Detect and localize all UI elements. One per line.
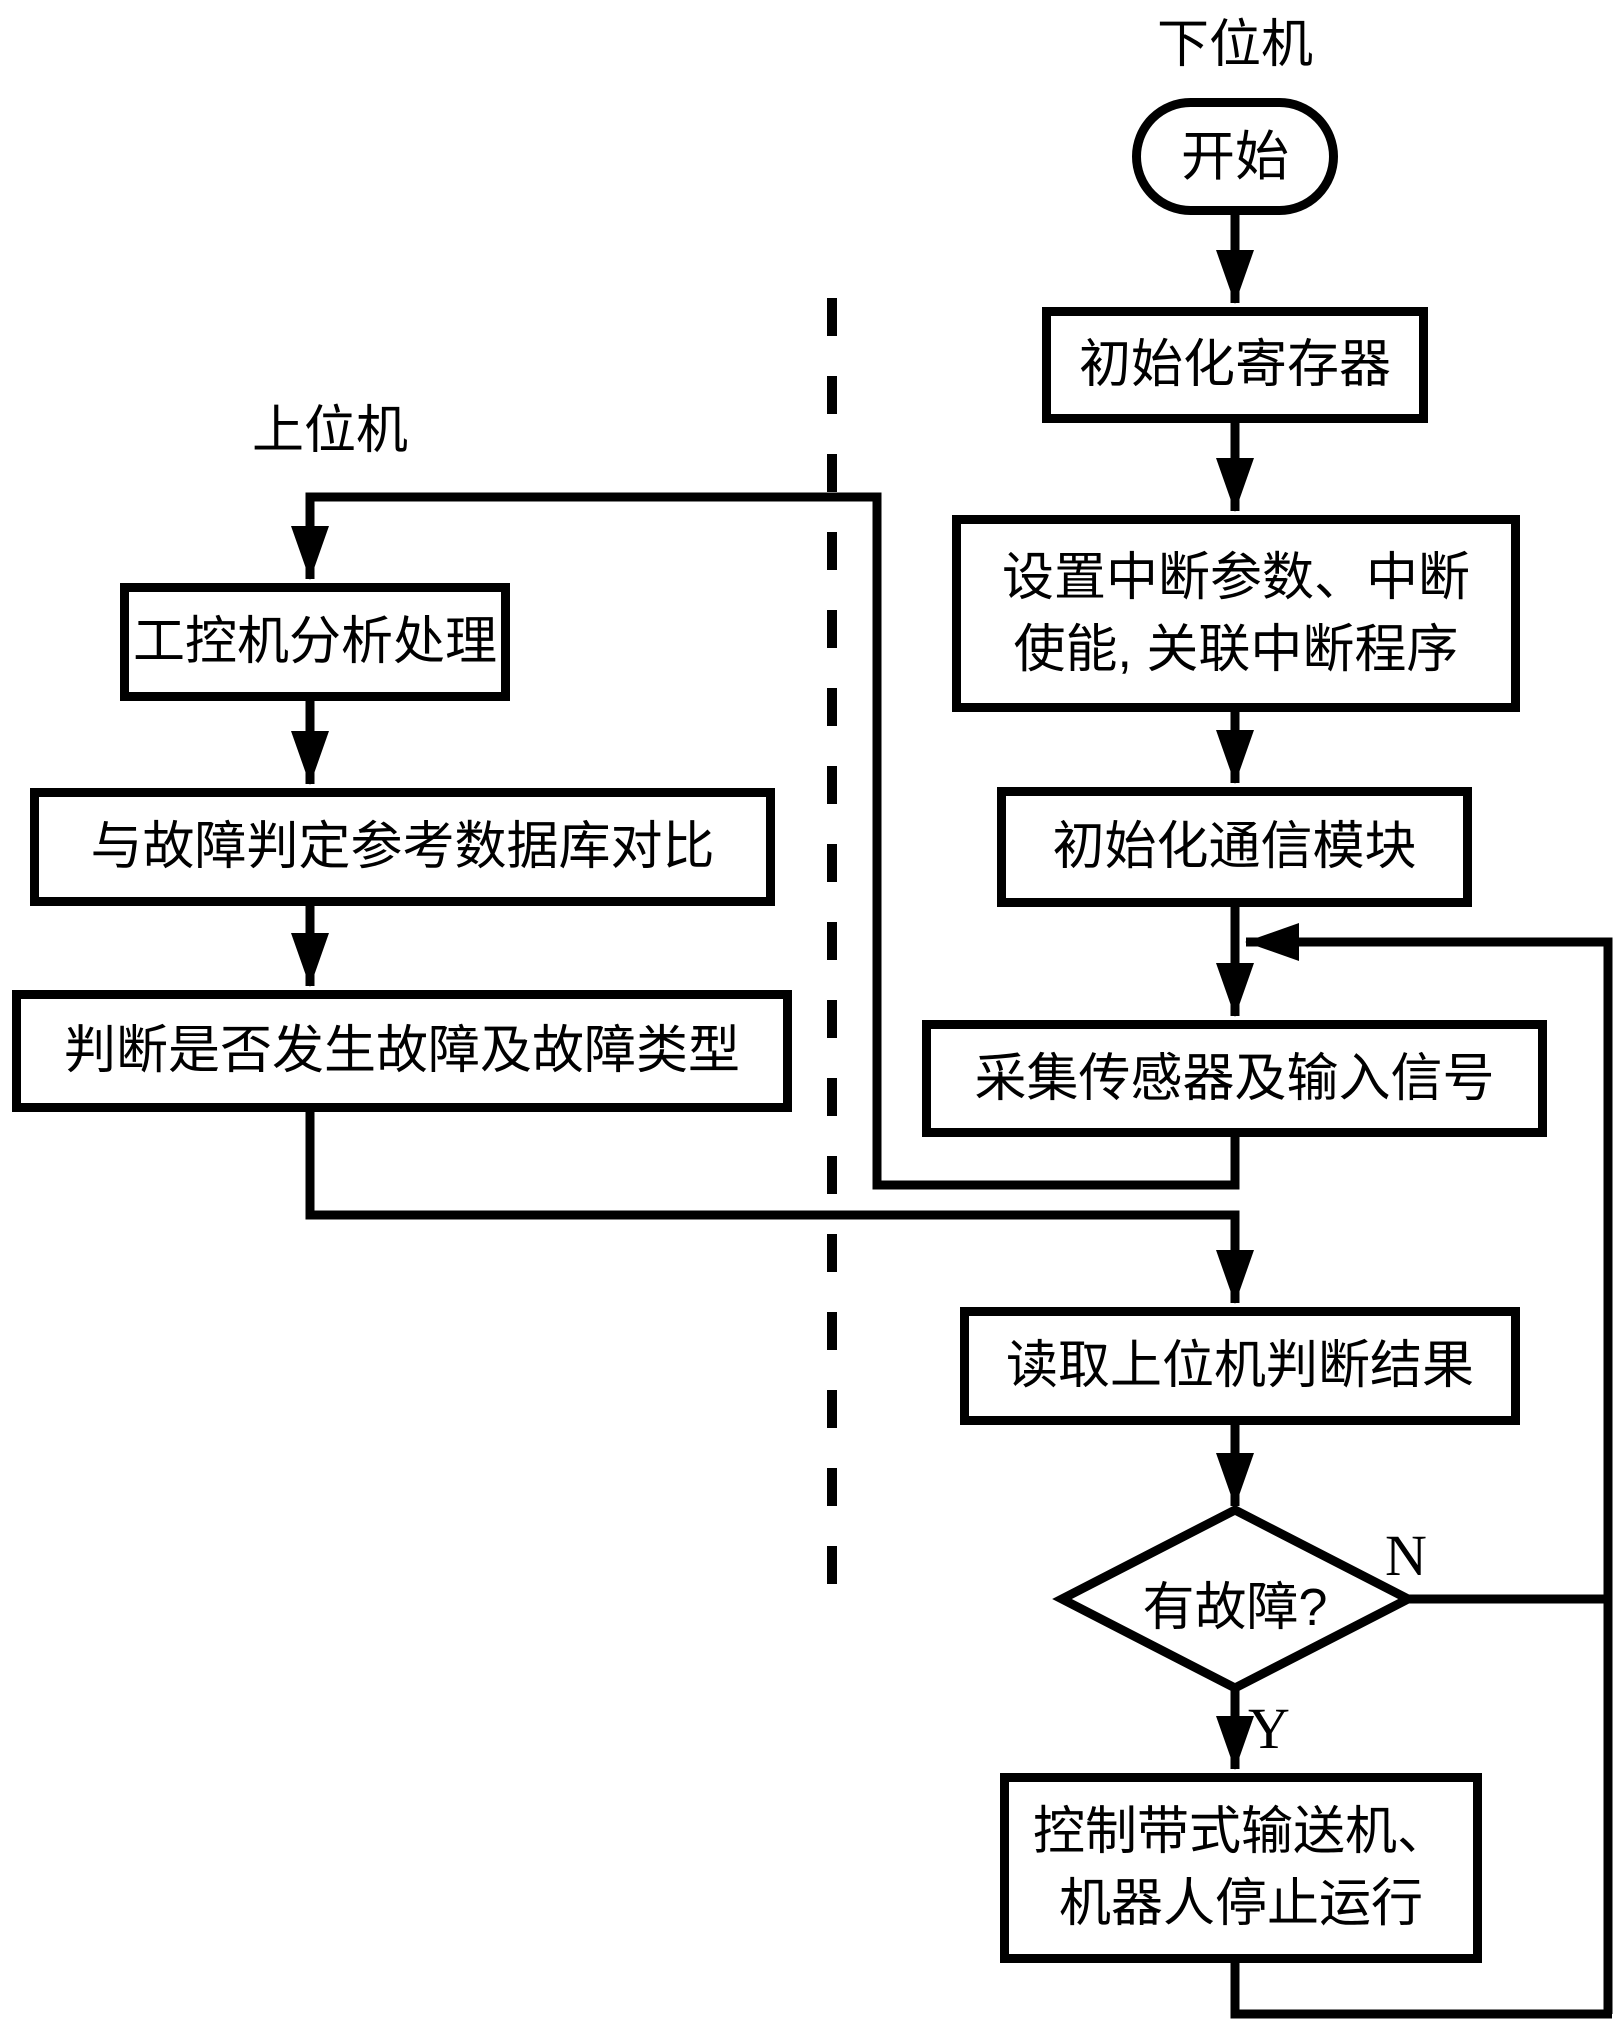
decision-fault-question: 有故障? (1142, 1579, 1328, 1637)
process-init-comm-module: 初始化通信模块 (997, 787, 1472, 907)
process-ipc-analysis: 工控机分析处理 (120, 583, 510, 701)
no-branch-label: N (1385, 1523, 1427, 1588)
process-judge-fault-type: 判断是否发生故障及故障类型 (12, 990, 792, 1112)
process-read-upper-result: 读取上位机判断结果 (960, 1307, 1520, 1425)
connector-feedback-loop-to-collect (1245, 923, 1613, 2014)
connector-collect-signals-to-ipc-analysis (291, 492, 1240, 1190)
upper-computer-label: 上位机 (251, 402, 408, 460)
process-collect-sensor-signals: 采集传感器及输入信号 (922, 1020, 1547, 1137)
connector-stop-machines-loopback (1230, 1963, 1612, 2019)
connector-judge-fault-to-read-result (305, 1112, 1254, 1304)
yes-branch-label: Y (1248, 1696, 1290, 1761)
lower-computer-label: 下位机 (1156, 16, 1313, 74)
process-db-compare: 与故障判定参考数据库对比 (30, 788, 775, 906)
decision-diamond-shape (1052, 1504, 1418, 1694)
process-init-registers: 初始化寄存器 (1042, 307, 1428, 423)
process-stop-conveyor-robot: 控制带式输送机、 机器人停止运行 (1000, 1773, 1482, 1963)
process-set-interrupts: 设置中断参数、中断 使能, 关联中断程序 (952, 515, 1520, 712)
start-terminator: 开始 (1132, 98, 1338, 215)
